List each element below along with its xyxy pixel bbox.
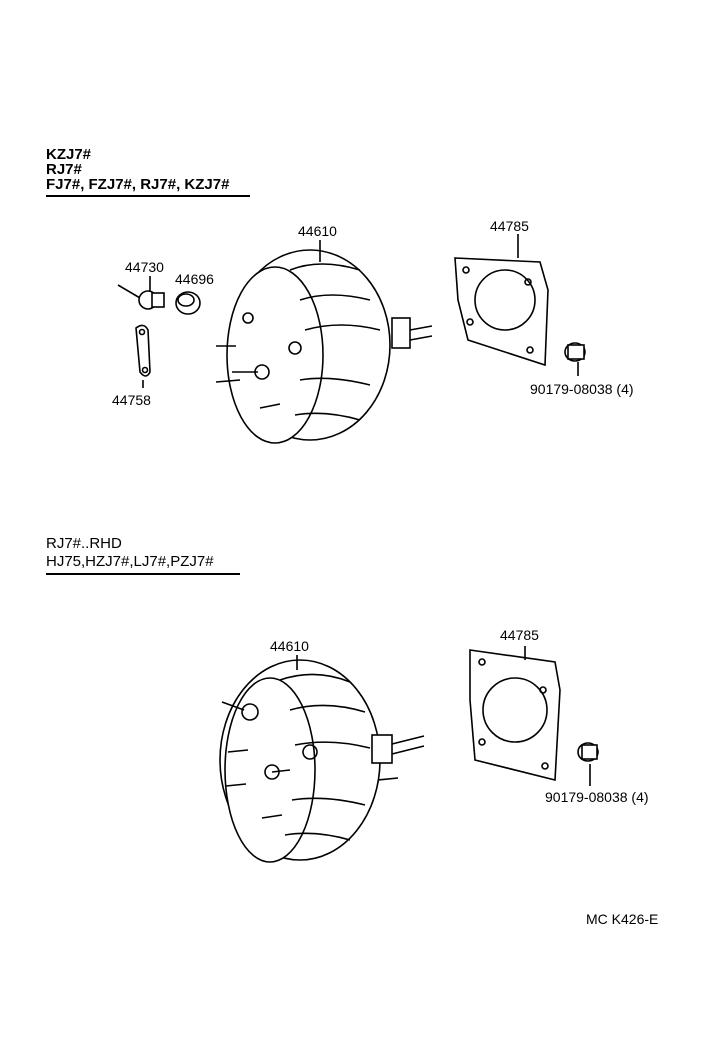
callout-nut-top: 90179-08038 (4) bbox=[530, 381, 634, 397]
applicability-line: KZJ7# bbox=[46, 146, 92, 163]
applicability-line: RJ7#..RHD bbox=[46, 535, 122, 552]
callout-44610-top: 44610 bbox=[298, 223, 337, 239]
brake-booster-top bbox=[215, 249, 433, 444]
callout-nut-bottom: 90179-08038 (4) bbox=[545, 789, 649, 805]
figure-code: MC K426-E bbox=[586, 911, 659, 927]
gasket-bottom bbox=[469, 649, 561, 782]
callout-44730: 44730 bbox=[125, 259, 164, 275]
applicability-line: HJ75,HZJ7#,LJ7#,PZJ7# bbox=[46, 553, 214, 570]
callout-44785-top: 44785 bbox=[490, 218, 529, 234]
union-44730 bbox=[117, 284, 165, 310]
brake-booster-bottom bbox=[219, 659, 425, 863]
nut-top bbox=[564, 342, 586, 362]
callout-44610-bottom: 44610 bbox=[270, 638, 309, 654]
callout-44696: 44696 bbox=[175, 271, 214, 287]
applicability-line: RJ7# bbox=[46, 161, 82, 178]
callout-44758: 44758 bbox=[112, 392, 151, 408]
section-underline bbox=[46, 195, 250, 197]
applicability-line: FJ7#, FZJ7#, RJ7#, KZJ7# bbox=[46, 176, 230, 193]
callout-44785-bottom: 44785 bbox=[500, 627, 539, 643]
plate-44758 bbox=[135, 324, 151, 377]
nut-bottom bbox=[577, 742, 599, 762]
grommet-44696 bbox=[175, 291, 201, 315]
section-underline bbox=[46, 573, 240, 575]
gasket-top bbox=[454, 257, 549, 367]
